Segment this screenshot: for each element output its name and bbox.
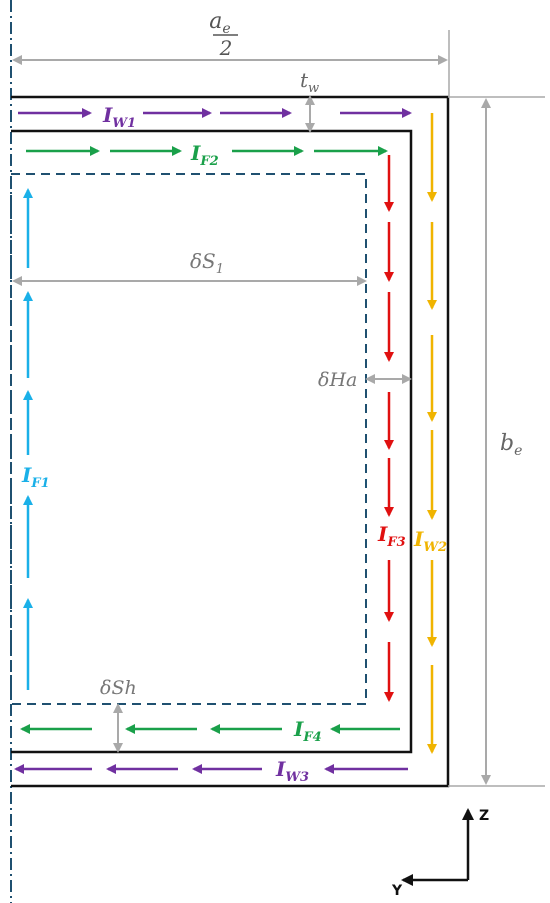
ds1-label: δS1 — [190, 249, 224, 277]
y-axis-label: Y — [391, 883, 403, 899]
iw3-label: IW3 — [275, 757, 309, 785]
wall-thickness-label: tw — [300, 68, 319, 96]
if3-label: IF3 — [377, 522, 406, 550]
dha-label: δHa — [318, 369, 357, 391]
if4-label: IF4 — [293, 717, 322, 745]
outer-wall-outline — [11, 95, 450, 788]
half-width-denominator: 2 — [219, 36, 233, 60]
if1-label: IF1 — [21, 463, 50, 491]
half-width-numerator: ae — [209, 9, 230, 37]
height-label: be — [500, 431, 522, 459]
iw2-label: IW2 — [413, 527, 447, 555]
inner-wall-outline — [11, 129, 413, 754]
if2-label: IF2 — [190, 141, 219, 169]
dsh-label: δSh — [100, 677, 137, 699]
coordinate-axes: Z Y — [391, 808, 489, 899]
z-axis-label: Z — [479, 808, 489, 824]
dashed-region-box — [10, 173, 367, 705]
iw1-label: IW1 — [102, 103, 136, 131]
